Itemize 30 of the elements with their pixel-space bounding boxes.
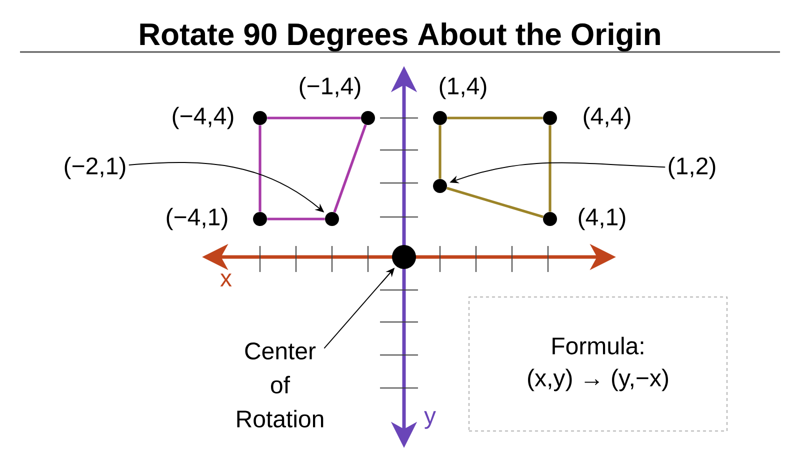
polygon-side bbox=[333, 124, 367, 213]
coordinate-label: (−4,1) bbox=[166, 208, 228, 230]
coordinate-label: (4,4) bbox=[584, 106, 630, 130]
coordinate-label: (−4,4) bbox=[172, 106, 234, 130]
vertex-dot bbox=[433, 111, 447, 125]
vertex-dot bbox=[325, 212, 339, 226]
vertex-dot bbox=[543, 212, 557, 226]
coordinate-label: (1,4) bbox=[440, 76, 486, 100]
formula-box: Formula: (x,y) → (y,−x) bbox=[468, 296, 728, 432]
polygon-side bbox=[446, 186, 544, 218]
coordinate-label: (−2,1) bbox=[64, 156, 126, 180]
vertex-dot bbox=[361, 111, 375, 125]
vertex-dot bbox=[253, 212, 267, 226]
vertex-dot bbox=[543, 111, 557, 125]
vertex-dot bbox=[433, 179, 447, 193]
coordinate-label: (1,2) bbox=[668, 156, 716, 180]
polygon-side bbox=[258, 125, 262, 212]
coordinate-label: (4,1) bbox=[578, 208, 626, 230]
caption-text: Center of Rotation bbox=[237, 342, 324, 428]
coordinate-label: (−1,4) bbox=[300, 76, 360, 100]
axis-label: x bbox=[220, 274, 232, 286]
polygon-side bbox=[267, 218, 325, 220]
polygon-side bbox=[438, 125, 442, 179]
polygon-side bbox=[447, 116, 543, 120]
axis-label: y bbox=[424, 411, 436, 429]
vertex-dot bbox=[253, 111, 267, 125]
polygon-side bbox=[548, 125, 552, 212]
polygon-side bbox=[267, 116, 361, 120]
title: Rotate 90 Degrees About the Origin bbox=[140, 22, 660, 52]
origin-dot bbox=[392, 245, 416, 269]
